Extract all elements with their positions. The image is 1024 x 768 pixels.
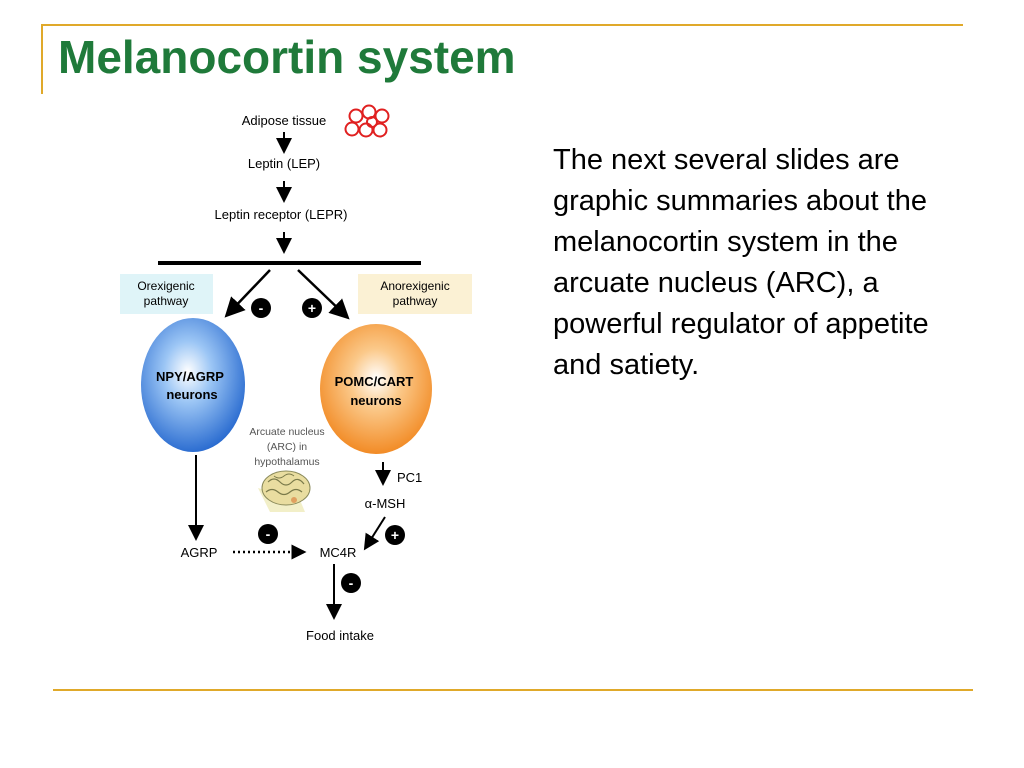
svg-text:+: + xyxy=(391,527,399,543)
npy-agrp-label-line2: neurons xyxy=(166,387,217,402)
orexigenic-box xyxy=(120,274,213,314)
arrow-to-orexigenic xyxy=(224,269,271,318)
body-text: The next several slides are graphic summ… xyxy=(553,144,929,381)
orexigenic-label-line1: Orexigenic xyxy=(137,279,194,293)
slide-title: Melanocortin system xyxy=(58,31,516,83)
plus-badge-msh: + xyxy=(385,525,405,545)
agrp-label: AGRP xyxy=(181,545,218,560)
adipose-tissue-label: Adipose tissue xyxy=(242,113,327,128)
minus-badge-orexigenic: - xyxy=(251,298,271,318)
arrow-msh-to-mc4r xyxy=(363,516,386,551)
left-rule xyxy=(41,24,43,94)
npy-agrp-label-line1: NPY/AGRP xyxy=(156,369,224,384)
brain-icon xyxy=(258,470,311,512)
leptin-label: Leptin (LEP) xyxy=(248,156,320,171)
pomc-cart-label-line2: neurons xyxy=(350,393,401,408)
minus-badge-agrp: - xyxy=(258,524,278,544)
svg-text:-: - xyxy=(349,575,354,591)
npy-agrp-neuron xyxy=(141,318,245,452)
pc1-label: PC1 xyxy=(397,470,422,485)
bottom-rule xyxy=(53,689,973,691)
plus-badge-anorexigenic: + xyxy=(302,298,322,318)
svg-text:+: + xyxy=(308,300,316,316)
svg-text:-: - xyxy=(266,526,271,542)
pomc-cart-label-line1: POMC/CART xyxy=(335,374,414,389)
arc-label-line1: Arcuate nucleus xyxy=(249,426,324,438)
anorexigenic-box xyxy=(358,274,472,314)
arc-label-line3: hypothalamus xyxy=(254,456,319,468)
arc-label-line2: (ARC) in xyxy=(267,441,307,453)
mc4r-label: MC4R xyxy=(320,545,357,560)
pomc-cart-neuron xyxy=(320,324,432,454)
food-intake-label: Food intake xyxy=(306,628,374,643)
anorexigenic-label-line2: pathway xyxy=(393,294,438,308)
minus-badge-mc4r: - xyxy=(341,573,361,593)
anorexigenic-label-line1: Anorexigenic xyxy=(380,279,449,293)
adipose-cells-icon xyxy=(344,104,390,138)
top-rule xyxy=(41,24,963,26)
svg-text:-: - xyxy=(259,300,264,316)
arrow-to-anorexigenic xyxy=(297,269,350,320)
orexigenic-label-line2: pathway xyxy=(144,294,189,308)
leptin-receptor-label: Leptin receptor (LEPR) xyxy=(215,207,348,222)
alpha-msh-label: α-MSH xyxy=(365,496,406,511)
